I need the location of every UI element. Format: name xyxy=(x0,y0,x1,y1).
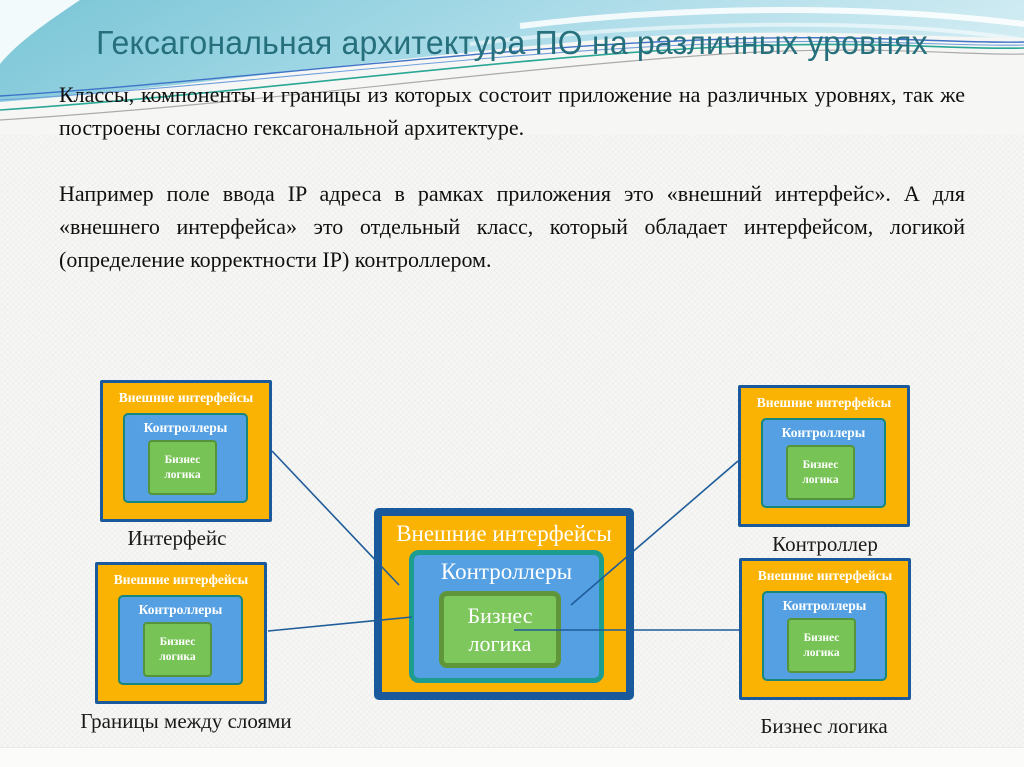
controllers-layer: Контроллеры Бизнес логика xyxy=(762,591,887,681)
inner-layer-label-line2: логика xyxy=(164,468,201,481)
inner-layer-label-line1: Бизнес xyxy=(802,458,839,471)
middle-layer-label: Контроллеры xyxy=(781,424,866,440)
middle-layer-label: Контроллеры xyxy=(143,419,228,435)
controllers-layer: Контроллеры Бизнес логика xyxy=(761,418,886,508)
middle-layer-label: Контроллеры xyxy=(440,559,573,584)
caption-controller: Контроллер xyxy=(772,532,878,556)
controllers-layer: Контроллеры Бизнес логика xyxy=(118,595,243,685)
node-business-logic-box: Внешние интерфейсы Контроллеры Бизнес ло… xyxy=(739,558,911,700)
caption-boundaries: Границы между слоями xyxy=(80,709,292,733)
caption-interface: Интерфейс xyxy=(127,526,227,550)
banner-white-curve-1 xyxy=(519,7,1024,29)
inner-layer-label-line2: логика xyxy=(159,650,196,663)
inner-layer-label-line1: Бизнес xyxy=(159,635,196,648)
inner-layer-label-line2: логика xyxy=(468,630,532,656)
outer-layer-label: Внешние интерфейсы xyxy=(113,572,249,587)
node-controller-box: Внешние интерфейсы Контроллеры Бизнес ло… xyxy=(738,385,910,527)
middle-layer-label: Контроллеры xyxy=(138,601,223,617)
controllers-layer: Контроллеры Бизнес логика xyxy=(123,413,248,503)
slide-title: Гексагональная архитектура ПО на различн… xyxy=(96,24,928,61)
bottom-decorative-strip xyxy=(0,747,1024,767)
banner-bottom-wave xyxy=(0,32,1024,135)
outer-layer-label: Внешние интерфейсы xyxy=(756,395,892,410)
inner-layer-label-line2: логика xyxy=(803,646,840,659)
node-interface-box: Внешние интерфейсы Контроллеры Бизнес ло… xyxy=(100,380,272,522)
node-boundaries-box: Внешние интерфейсы Контроллеры Бизнес ло… xyxy=(95,562,267,704)
business-logic-layer: Бизнес логика xyxy=(439,591,561,668)
inner-layer-label-line1: Бизнес xyxy=(164,453,201,466)
business-logic-layer: Бизнес логика xyxy=(787,618,856,673)
caption-business-logic: Бизнес логика xyxy=(760,714,888,738)
node-center-application-box: Внешние интерфейсы Контроллеры Бизнес ло… xyxy=(374,508,634,700)
slide-body-text: Классы, компоненты и границы из которых … xyxy=(59,78,965,276)
outer-layer-label: Внешние интерфейсы xyxy=(118,390,254,405)
inner-layer-label-line2: логика xyxy=(802,473,839,486)
inner-layer-label-line1: Бизнес xyxy=(803,631,840,644)
banner-line-blue-2 xyxy=(0,40,1024,101)
business-logic-layer: Бизнес логика xyxy=(786,445,855,500)
outer-layer-label: Внешние интерфейсы xyxy=(757,568,893,583)
business-logic-layer: Бизнес логика xyxy=(143,622,212,677)
banner-line-blue-1 xyxy=(0,36,1024,97)
business-logic-layer: Бизнес логика xyxy=(148,440,217,495)
banner-line-gray xyxy=(0,49,1024,121)
outer-layer-label: Внешние интерфейсы xyxy=(396,521,612,546)
paragraph-2: Например поле ввода IP адреса в рамках п… xyxy=(59,181,965,272)
controllers-layer: Контроллеры Бизнес логика xyxy=(409,550,604,683)
banner-line-teal xyxy=(0,43,1024,111)
middle-layer-label: Контроллеры xyxy=(782,597,867,613)
inner-layer-label-line1: Бизнес xyxy=(467,602,533,628)
banner-corner-wedge xyxy=(0,0,80,64)
banner-white-curve-2 xyxy=(469,22,1024,46)
banner-wave-decoration xyxy=(0,0,1024,135)
paragraph-1: Классы, компоненты и границы из которых … xyxy=(59,82,965,140)
